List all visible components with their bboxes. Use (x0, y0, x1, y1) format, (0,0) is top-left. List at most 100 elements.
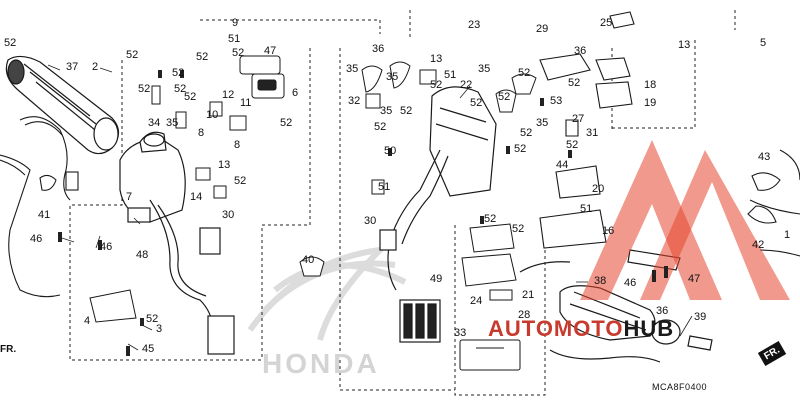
callout-45: 45 (142, 343, 155, 355)
callout-30: 30 (222, 209, 235, 221)
center-switch-housing (379, 86, 497, 343)
callout-52: 52 (138, 83, 151, 95)
callout-52: 52 (520, 127, 533, 139)
callout-52: 52 (568, 77, 581, 89)
callout-52: 52 (430, 79, 443, 91)
callout-16: 16 (602, 225, 615, 237)
callout-7: 7 (126, 191, 133, 203)
right-switch-parts (539, 11, 635, 249)
callout-46: 46 (624, 277, 637, 289)
callout-52: 52 (514, 143, 527, 155)
callout-49: 49 (430, 273, 443, 285)
callout-53: 53 (550, 95, 563, 107)
callout-52: 52 (234, 175, 247, 187)
callout-51: 51 (580, 203, 593, 215)
callout-52: 52 (400, 105, 413, 117)
callout-11: 11 (240, 97, 252, 109)
callout-18: 18 (644, 79, 657, 91)
honda-wordmark: HONDA (262, 348, 380, 379)
callout-51: 51 (228, 33, 241, 45)
callout-4: 4 (84, 315, 91, 327)
callout-52: 52 (280, 117, 293, 129)
callout-5: 5 (760, 37, 767, 49)
callout-13: 13 (430, 53, 443, 65)
callout-13: 13 (218, 159, 231, 171)
callout-47: 47 (264, 45, 277, 57)
callout-19: 19 (644, 97, 657, 109)
callout-9: 9 (232, 17, 239, 29)
callout-52: 52 (498, 91, 511, 103)
callout-27: 27 (572, 113, 585, 125)
callout-52: 52 (566, 139, 579, 151)
callout-52: 52 (172, 67, 185, 79)
screws (58, 70, 668, 356)
callout-46: 46 (30, 233, 43, 245)
callout-52: 52 (518, 67, 531, 79)
left-switch-housing (119, 131, 235, 355)
callout-52: 52 (146, 313, 159, 325)
callout-10: 10 (206, 109, 219, 121)
center-small-parts (361, 61, 537, 371)
callout-12: 12 (222, 89, 235, 101)
callout-28: 28 (518, 309, 531, 321)
callout-35: 35 (380, 105, 393, 117)
callout-52: 52 (232, 47, 245, 59)
callout-2: 2 (92, 61, 99, 73)
callout-52: 52 (484, 213, 497, 225)
left-grip-assembly (5, 55, 120, 155)
front-marker-left: FR. (0, 344, 17, 355)
callout-42: 42 (752, 239, 765, 251)
callout-32: 32 (348, 95, 361, 107)
callout-48: 48 (136, 249, 149, 261)
callout-23: 23 (468, 19, 481, 31)
callout-46: 46 (100, 241, 113, 253)
callout-40: 40 (302, 254, 315, 266)
callout-8: 8 (234, 139, 241, 151)
callout-52: 52 (196, 51, 209, 63)
callout-39: 39 (694, 311, 707, 323)
callout-52: 52 (470, 97, 483, 109)
callout-31: 31 (586, 127, 599, 139)
callout-43: 43 (758, 151, 771, 163)
callout-52: 52 (174, 83, 187, 95)
callout-44: 44 (556, 159, 569, 171)
callout-22: 22 (460, 79, 473, 91)
callout-29: 29 (536, 23, 549, 35)
callout-52: 52 (126, 49, 139, 61)
callout-35: 35 (166, 117, 179, 129)
callout-14: 14 (190, 191, 203, 203)
watermark-triangle-logo (580, 140, 790, 300)
callout-36: 36 (372, 43, 385, 55)
callout-52: 52 (374, 121, 387, 133)
callout-50: 50 (384, 145, 397, 157)
callout-20: 20 (592, 183, 605, 195)
callout-37: 37 (66, 61, 79, 73)
callout-24: 24 (470, 295, 483, 307)
callout-25: 25 (600, 17, 613, 29)
callout-21: 21 (522, 289, 535, 301)
left-small-parts (89, 55, 325, 323)
watermark-part1: AUTOMOTO (488, 316, 624, 341)
callout-6: 6 (292, 87, 299, 99)
callout-52: 52 (512, 223, 525, 235)
left-wiring (0, 116, 79, 298)
watermark-text: AUTOMOTOHUB (488, 316, 674, 342)
callout-33: 33 (454, 327, 467, 339)
watermark-part2: HUB (623, 316, 675, 341)
callout-30: 30 (364, 215, 377, 227)
honda-wing-logo (247, 245, 407, 341)
callout-52: 52 (4, 37, 17, 49)
callout-51: 51 (444, 69, 457, 81)
callout-3: 3 (156, 323, 163, 335)
callout-41: 41 (38, 209, 51, 221)
callout-52: 52 (184, 91, 197, 103)
callout-36: 36 (656, 305, 669, 317)
callout-35: 35 (536, 117, 549, 129)
callout-36: 36 (574, 45, 587, 57)
callout-47: 47 (688, 273, 701, 285)
callout-8: 8 (198, 127, 205, 139)
callout-34: 34 (148, 117, 161, 129)
callout-38: 38 (594, 275, 607, 287)
